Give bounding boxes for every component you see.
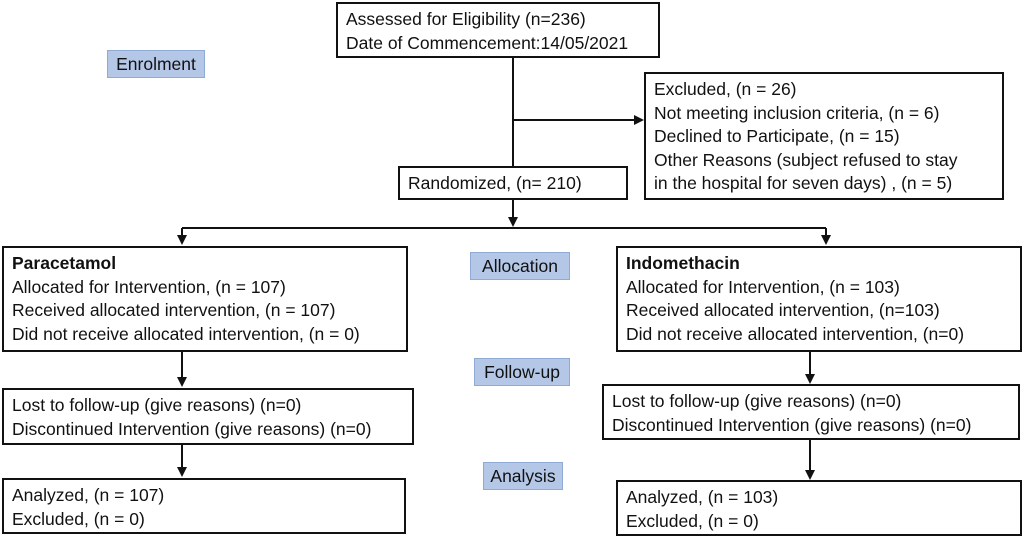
excluded-other-reasons-cont: in the hospital for seven days) , (n = 5… [654,173,953,193]
randomized-box: Randomized, (n= 210) [398,166,628,200]
excluded-other-reasons: Other Reasons (subject refused to stay [654,149,958,170]
excluded-total: Excluded, (n = 26) [654,79,797,99]
excluded-box: Excluded, (n = 26) Not meeting inclusion… [644,72,1004,200]
stage-label-analysis: Analysis [483,462,563,490]
indomethacin-discontinued: Discontinued Intervention (give reasons)… [612,414,972,435]
indomethacin-allocated: Allocated for Intervention, (n = 103) [626,276,900,297]
paracetamol-allocation-box: Paracetamol Allocated for Intervention, … [2,246,408,352]
paracetamol-title: Paracetamol [12,253,117,273]
indomethacin-not-received: Did not receive allocated intervention, … [626,323,965,344]
indomethacin-analysis-box: Analyzed, (n = 103) Excluded, (n = 0) [616,480,1022,536]
paracetamol-allocated: Allocated for Intervention, (n = 107) [12,276,286,297]
randomized-count: Randomized, (n= 210) [408,173,582,193]
indomethacin-title: Indomethacin [626,253,740,273]
indomethacin-followup-box: Lost to follow-up (give reasons) (n=0) D… [602,384,1020,440]
paracetamol-received: Received allocated intervention, (n = 10… [12,300,336,320]
excluded-not-meeting-criteria: Not meeting inclusion criteria, (n = 6) [654,102,940,123]
assessed-box: Assessed for Eligibility (n=236) Date of… [336,2,660,58]
stage-label-follow-up: Follow-up [474,358,570,386]
paracetamol-lost-to-followup: Lost to follow-up (give reasons) (n=0) [12,395,302,415]
paracetamol-not-received: Did not receive allocated intervention, … [12,323,360,344]
indomethacin-excluded: Excluded, (n = 0) [626,510,759,531]
paracetamol-discontinued: Discontinued Intervention (give reasons)… [12,418,372,439]
paracetamol-followup-box: Lost to follow-up (give reasons) (n=0) D… [2,388,414,445]
indomethacin-received: Received allocated intervention, (n=103) [626,300,940,320]
indomethacin-analyzed: Analyzed, (n = 103) [626,487,779,507]
stage-label-enrolment: Enrolment [107,50,205,78]
indomethacin-lost-to-followup: Lost to follow-up (give reasons) (n=0) [612,391,902,411]
assessed-count: Assessed for Eligibility (n=236) [346,9,586,29]
excluded-declined: Declined to Participate, (n = 15) [654,126,900,146]
commencement-date: Date of Commencement:14/05/2021 [346,32,629,53]
paracetamol-excluded: Excluded, (n = 0) [12,508,145,529]
paracetamol-analyzed: Analyzed, (n = 107) [12,485,165,505]
stage-label-allocation: Allocation [470,252,570,280]
indomethacin-allocation-box: Indomethacin Allocated for Intervention,… [616,246,1022,352]
paracetamol-analysis-box: Analyzed, (n = 107) Excluded, (n = 0) [2,478,406,534]
